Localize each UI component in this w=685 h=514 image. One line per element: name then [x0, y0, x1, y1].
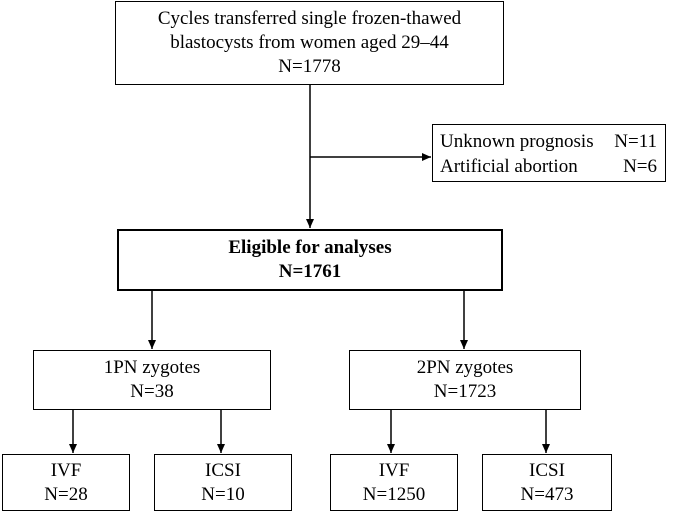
2pn-icsi-box: ICSI N=473 [482, 454, 612, 511]
eligible-box: Eligible for analyses N=1761 [117, 229, 503, 291]
1pn-ivf-title: IVF [50, 459, 82, 481]
top-box-line-1: Cycles transferred single frozen-thawed [157, 8, 462, 29]
1pn-ivf-count: N=28 [44, 483, 88, 505]
2pn-icsi-count: N=473 [520, 483, 574, 505]
1pn-title: 1PN zygotes [103, 357, 201, 378]
eligible-count: N=1761 [278, 261, 342, 282]
top-box-all-cycles: Cycles transferred single frozen-thawed … [115, 1, 504, 85]
2pn-ivf-count: N=1250 [362, 483, 426, 505]
exclusion-box: Unknown prognosis N=11 Artificial aborti… [432, 124, 666, 182]
2pn-zygotes-box: 2PN zygotes N=1723 [349, 350, 581, 410]
top-box-count: N=1778 [278, 56, 341, 77]
1pn-zygotes-box: 1PN zygotes N=38 [33, 350, 271, 410]
2pn-ivf-box: IVF N=1250 [330, 454, 458, 511]
1pn-count: N=38 [130, 381, 174, 402]
1pn-icsi-count: N=10 [201, 483, 245, 505]
exclusion-label-unknown-prognosis: Unknown prognosis [440, 131, 594, 152]
2pn-ivf-title: IVF [378, 459, 410, 481]
2pn-title: 2PN zygotes [416, 357, 514, 378]
top-box-line-2: blastocysts from women aged 29–44 [170, 32, 449, 53]
2pn-count: N=1723 [433, 381, 497, 402]
2pn-icsi-title: ICSI [529, 459, 565, 481]
1pn-icsi-title: ICSI [205, 459, 241, 481]
exclusion-count-unknown-prognosis: N=11 [614, 131, 657, 152]
1pn-icsi-box: ICSI N=10 [154, 454, 292, 511]
exclusion-label-artificial-abortion: Artificial abortion [440, 156, 578, 177]
eligible-title: Eligible for analyses [228, 237, 392, 258]
exclusion-count-artificial-abortion: N=6 [623, 156, 657, 177]
1pn-ivf-box: IVF N=28 [2, 454, 130, 511]
